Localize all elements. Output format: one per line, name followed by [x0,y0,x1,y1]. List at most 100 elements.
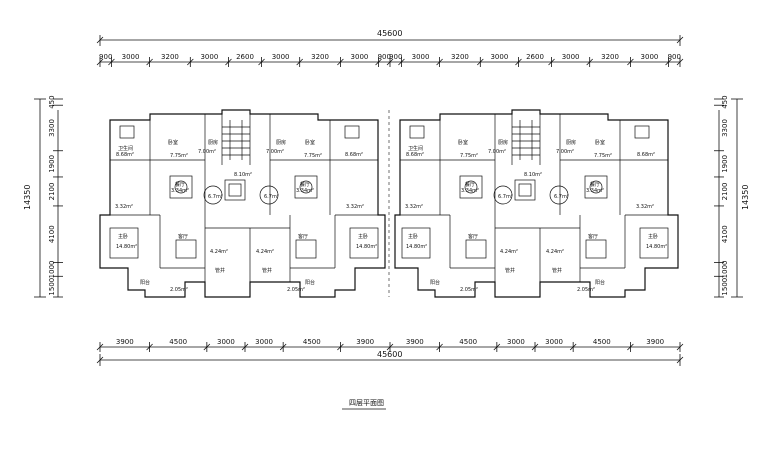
top-dim-label: 3000 [412,53,430,61]
top-dim-slash [375,58,382,66]
bottom-dim-slash [569,343,577,351]
room-label-kitchen: 厨房 [498,139,508,146]
room-area: 8.10m² [524,172,542,178]
bottom-dim-slash [493,343,501,351]
right-dim-label: 1500 [721,278,729,296]
top-dim-label: 3200 [451,53,469,61]
top-dim-slash [477,58,484,66]
room-label-shaft: 管井 [505,267,515,274]
room-label-master: 主卧 [118,233,128,240]
room-label-dining: 餐厅 [465,181,475,188]
right-dim-label: 3300 [721,119,729,137]
room-area: 4.24m² [500,249,518,255]
bottom-dim-slash [627,343,634,351]
top-dim-label: 3000 [200,53,218,61]
right-dim-label: 1900 [721,155,729,173]
bottom-dim-slash [436,343,443,351]
room-label-dining: 餐厅 [590,181,600,188]
right-overall-label: 14350 [741,185,750,210]
room-labels: 卫生间 8.68m² 卧室 7.75m² 厨房 7.00m² 厨房 7.00m²… [115,139,667,293]
room-area: 2.05m² [170,287,188,293]
room-area: 3.32m² [405,204,423,210]
bottom-dim-slash [146,343,153,351]
top-dim-label: 2600 [526,53,544,61]
room-area: 6.7m² [208,194,223,200]
top-dim-label: 3000 [272,53,290,61]
top-overall-label: 45600 [377,29,402,38]
room-label-dining: 餐厅 [300,181,310,188]
room-area: 2.05m² [460,287,478,293]
top-dim-slash [187,58,194,66]
room-label-kitchen: 厨房 [208,139,218,146]
interior-walls-right [395,114,678,282]
top-dim-label: 900 [389,53,402,61]
room-area: 6.7m² [554,194,569,200]
room-label-balcony: 阳台 [595,279,605,286]
top-dim-label: 3200 [601,53,619,61]
top-dim-slash [146,58,153,66]
room-label-living: 客厅 [298,233,308,240]
right-dim-label: 4100 [721,225,729,243]
bottom-dim-slash [241,343,249,351]
room-area: 8.68m² [116,152,134,158]
room-label-bedroom: 卧室 [595,139,605,146]
bottom-dim-label: 3000 [217,338,235,346]
bottom-dim-label: 3900 [406,338,424,346]
top-dim-slash [665,58,672,66]
room-area: 3.34m² [586,188,604,194]
room-area: 3.32m² [636,204,654,210]
room-label-bedroom: 卧室 [458,139,468,146]
room-area: 4.24m² [256,249,274,255]
top-dim-slash [436,58,443,66]
room-label-bath: 卫生间 [118,145,133,152]
bottom-dim-slash [279,343,287,351]
room-label-balcony: 阳台 [430,279,440,286]
room-label-master: 主卧 [358,233,368,240]
room-area: 7.00m² [556,149,574,155]
left-dim-label: 1900 [48,155,56,173]
room-label-kitchen: 厨房 [566,139,576,146]
room-label-master: 主卧 [408,233,418,240]
top-dim-slash [386,58,394,66]
top-dim-slash [296,58,303,66]
room-label-shaft: 管井 [262,267,272,274]
left-overall-label: 14350 [23,185,32,210]
bottom-dim-label: 3000 [545,338,563,346]
drawing-title: 四层平面图 [349,399,384,407]
room-area: 4.24m² [546,249,564,255]
left-dim-label: 1500 [48,278,56,296]
room-area: 3.34m² [296,188,314,194]
right-dim-label: 2100 [721,183,729,201]
room-area: 8.10m² [234,172,252,178]
left-overall-dimension [34,98,46,298]
top-dim-slash [108,58,115,66]
room-label-living: 客厅 [178,233,188,240]
top-dim-slash [398,58,405,66]
bottom-overall-label: 45600 [377,350,402,359]
bottom-dim-slash [531,343,539,351]
bottom-dim-label: 3000 [507,338,525,346]
right-segment-dimension [714,98,724,298]
room-area: 3.32m² [115,204,133,210]
room-label-balcony: 阳台 [305,279,315,286]
top-dim-label: 2600 [236,53,254,61]
room-area: 14.80m² [406,244,427,250]
room-area: 4.24m² [210,249,228,255]
room-area: 6.7m² [264,194,279,200]
bottom-dim-label: 3900 [356,338,374,346]
room-label-bedroom: 卧室 [305,139,315,146]
bottom-dim-label: 3000 [255,338,273,346]
room-label-dining: 餐厅 [175,181,185,188]
right-overall-dimension [731,98,743,298]
bottom-dim-slash [337,343,344,351]
top-dim-label: 900 [668,53,681,61]
room-area: 7.00m² [266,149,284,155]
left-dim-label: 3300 [48,119,56,137]
left-dim-label: 1000 [48,260,56,278]
top-dim-label: 900 [378,53,391,61]
top-overall-dimension [96,35,684,46]
room-label-living: 客厅 [588,233,598,240]
room-area: 14.80m² [356,244,377,250]
room-area: 3.32m² [346,204,364,210]
